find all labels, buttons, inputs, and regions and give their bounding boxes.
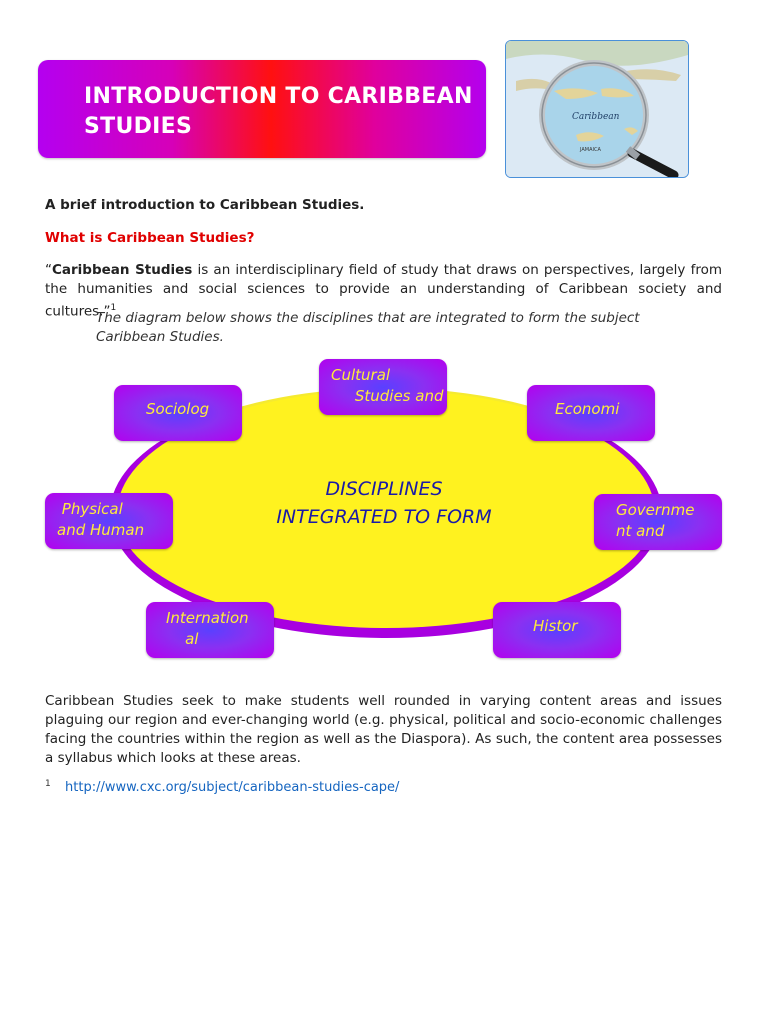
definition-text: is an interdisciplinary field of study t… [45,262,722,320]
diagram-caption: The diagram below shows the disciplines … [96,310,640,345]
footnote-link[interactable]: http://www.cxc.org/subject/caribbean-stu… [65,780,400,795]
intro-line: A brief introduction to Caribbean Studie… [45,197,365,213]
discipline-box-government-politics: Governme nt and [594,494,722,550]
discipline-box-sociology: Sociolog [114,385,242,441]
discipline-label: Histor [533,617,578,635]
discipline-box-international-relations: Internation al [146,602,274,658]
title-banner: INTRODUCTION TO CARIBBEAN STUDIES [38,60,486,158]
discipline-label: Economi [555,400,620,418]
discipline-label: Cultural Studies and [331,366,444,405]
discipline-label: Governme nt and [616,501,695,540]
open-quote: “ [45,262,52,278]
diagram-center-label: DISCIPLINES INTEGRATED TO FORM [276,478,492,528]
discipline-box-history: Histor [493,602,621,658]
footnote: 1 http://www.cxc.org/subject/caribbean-s… [45,779,399,795]
caribbean-map-image: Caribbean JAMAICA [505,40,689,178]
discipline-label: Sociolog [146,400,210,418]
overview-paragraph: Caribbean Studies seek to make students … [45,693,722,766]
discipline-label: Internation al [166,609,249,648]
definition-paragraph: “Caribbean Studies is an interdisciplina… [45,261,722,322]
map-label-jamaica: JAMAICA [579,147,602,153]
discipline-label: Physical and Human [57,500,145,539]
disciplines-diagram: DISCIPLINES INTEGRATED TO FORM Cultural … [0,350,768,670]
page-title: INTRODUCTION TO CARIBBEAN STUDIES [84,84,473,139]
discipline-box-cultural-studies: Cultural Studies and [319,359,447,415]
map-label-caribbean: Caribbean [572,112,620,122]
magnifier-map-illustration: Caribbean JAMAICA [506,41,688,177]
section-heading: What is Caribbean Studies? [45,230,255,246]
footnote-number: 1 [45,779,51,789]
footnote-reference: 1 [110,303,117,313]
discipline-box-economics: Economi [527,385,655,441]
defined-term: Caribbean Studies [52,262,193,278]
discipline-box-physical-human-geography: Physical and Human [45,493,173,549]
